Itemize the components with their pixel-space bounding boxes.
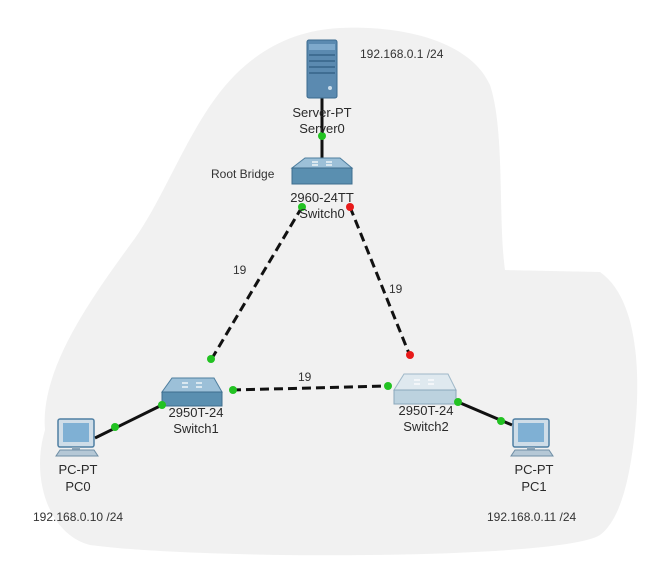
server-name-label: Server0 [299, 121, 345, 136]
port-lights [111, 132, 505, 431]
pc1-ip-label: 192.168.0.11 /24 [487, 510, 577, 524]
port-light-server [318, 132, 326, 140]
pc1-icon[interactable] [510, 418, 554, 457]
pc0-ip-label: 192.168.0.10 /24 [33, 510, 124, 524]
server-ip-label: 192.168.0.1 /24 [360, 47, 444, 61]
link-cost-switch0-switch2: 19 [389, 282, 403, 296]
port-light-switch0-to-switch2 [346, 203, 354, 211]
switch0-icon[interactable] [290, 157, 354, 185]
port-light-switch1-to-switch2 [229, 386, 237, 394]
port-light-switch2-to-switch0 [406, 351, 414, 359]
server-model-label: Server-PT [292, 105, 352, 120]
switch1-name-label: Switch1 [173, 421, 219, 436]
port-light-switch1-to-switch0 [207, 355, 215, 363]
switch2-icon[interactable] [393, 373, 457, 405]
switch1-model-label: 2950T-24 [168, 405, 224, 420]
cable-switch0-switch1[interactable] [209, 206, 304, 361]
pc1-name-label: PC1 [521, 479, 547, 494]
port-light-switch2-to-switch1 [384, 382, 392, 390]
workspace-background [40, 27, 638, 556]
switch1-icon[interactable] [161, 377, 223, 407]
server-icon[interactable] [306, 39, 338, 99]
switch0-model-label: 2960-24TT [290, 190, 354, 205]
port-light-switch0-to-switch1 [298, 203, 306, 211]
port-light-pc0 [111, 423, 119, 431]
switch2-model-label: 2950T-24 [398, 403, 454, 418]
port-light-switch1-to-pc0 [158, 401, 166, 409]
pc1-model-label: PC-PT [514, 462, 554, 477]
port-light-pc1 [497, 417, 505, 425]
switch2-name-label: Switch2 [403, 419, 449, 434]
switch0-name-label: Switch0 [299, 206, 345, 221]
pc0-model-label: PC-PT [58, 462, 98, 477]
cable-switch0-switch2[interactable] [348, 206, 412, 357]
pc0-name-label: PC0 [65, 479, 91, 494]
link-cost-switch0-switch1: 19 [233, 263, 247, 277]
root-bridge-label: Root Bridge [211, 167, 275, 181]
pc0-icon[interactable] [55, 418, 99, 457]
cable-pc0-switch1[interactable] [94, 403, 163, 440]
cables [94, 96, 513, 440]
cable-switch1-switch2[interactable] [231, 384, 389, 392]
link-cost-switch1-switch2: 19 [298, 370, 312, 384]
port-light-switch2-to-pc1 [454, 398, 462, 406]
